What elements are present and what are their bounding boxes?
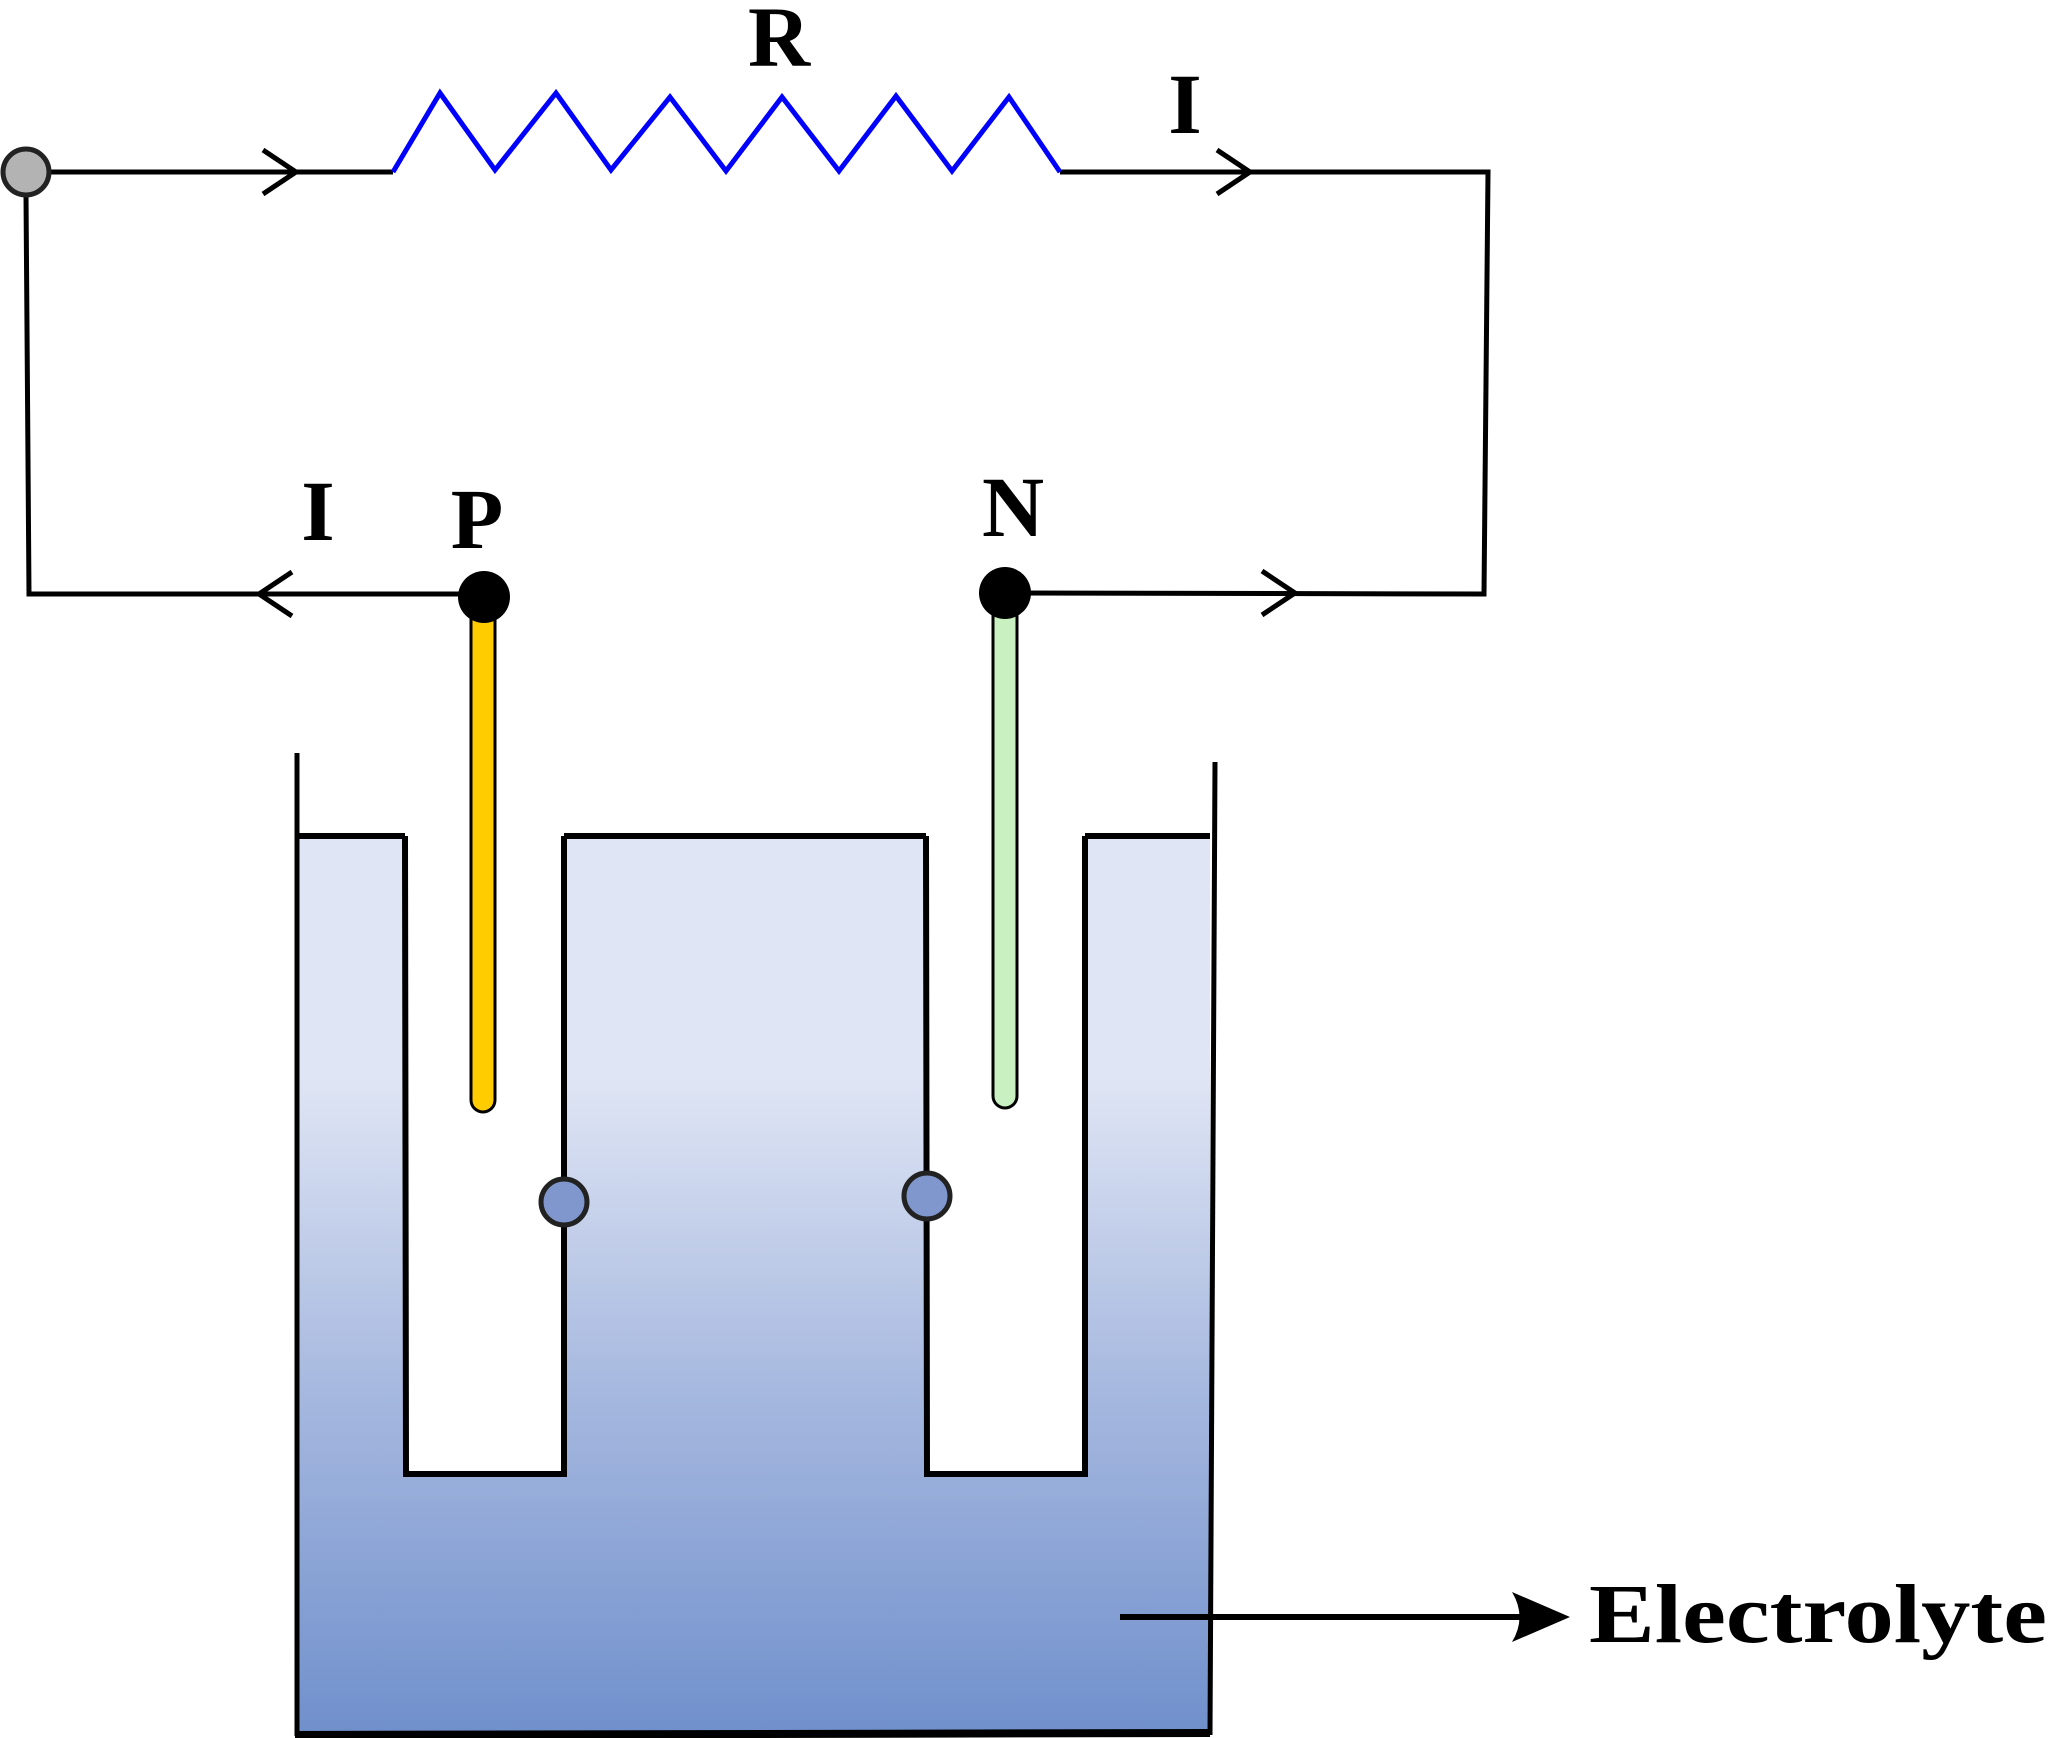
right-chamber-outline [923,835,1088,1477]
positive-electrode-label: P [451,471,504,567]
resistor-label: R [748,0,811,85]
beaker-right-wall [1207,761,1218,1736]
terminal-node [0,146,52,198]
arrow-right-wire [1260,568,1300,618]
arrow-top-left [261,147,301,197]
current-label-left: I [301,463,334,559]
top-right-wire [1004,169,1491,597]
external-circuit [23,169,1491,597]
electrolyte-pointer-arrowhead [1512,1592,1570,1642]
positive-electrode-contact [458,571,510,623]
current-label-top: I [1168,56,1201,152]
left-wire [23,194,470,597]
arrow-left-wire [254,569,294,619]
beaker [294,753,1218,1738]
left-membrane-node [538,1176,590,1228]
current-arrows [254,147,1300,619]
left-chamber-outline [402,835,567,1477]
negative-electrode-label: N [982,459,1044,555]
right-membrane-node [901,1170,953,1222]
negative-electrode-rod [991,598,1019,1110]
electrolyte-label: Electrolyte [1589,1568,2047,1661]
positive-electrode-rod [469,603,497,1114]
arrow-top-right [1215,147,1255,197]
beaker-bottom [294,1729,1211,1738]
electrolyte-liquid [298,835,1210,1733]
negative-electrode-contact [979,567,1031,619]
resistor [390,88,1063,176]
separator-chambers [298,833,1210,1477]
